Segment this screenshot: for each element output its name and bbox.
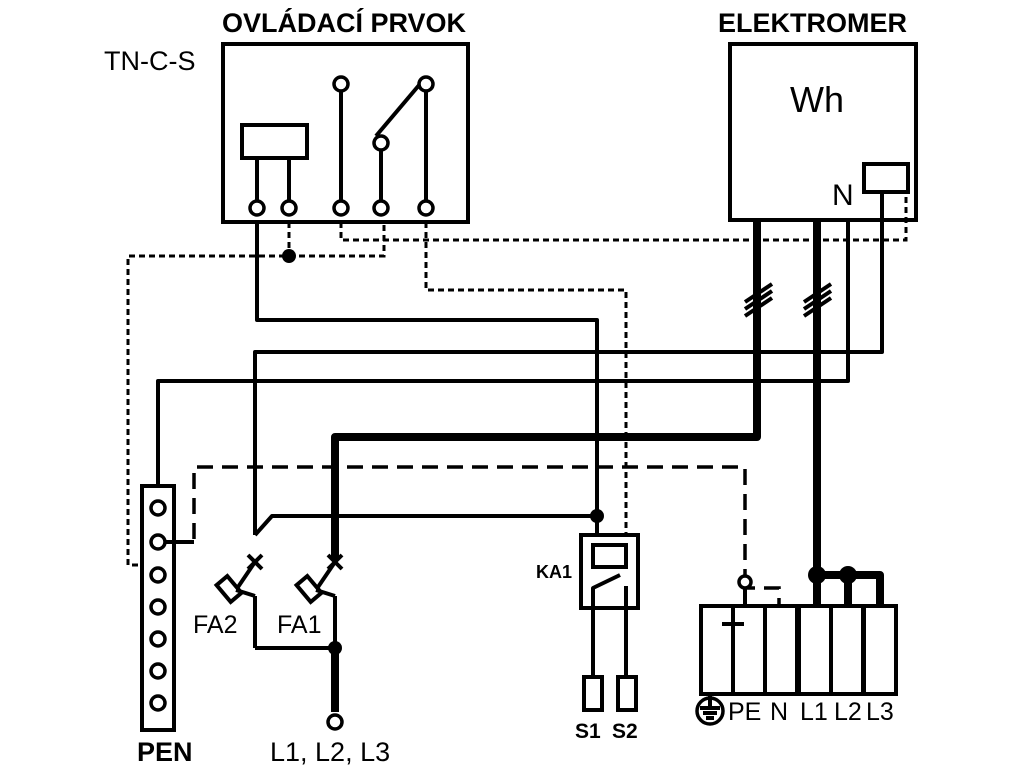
contactor-switch-left [591, 573, 621, 606]
pen-terminal-4 [149, 598, 167, 616]
pen-terminal-2 [149, 533, 167, 551]
junction-breakers [328, 641, 342, 655]
switch-pivot [372, 134, 390, 152]
contact-top-1 [332, 75, 350, 93]
breaker-fa1-label: FA1 [277, 611, 321, 639]
terminal-c1 [248, 199, 266, 217]
input-terminal [326, 713, 344, 731]
dotted-wire-to-ka1 [424, 222, 628, 545]
breaker-fa1 [293, 553, 344, 648]
three-phase-mark-1 [743, 282, 774, 318]
pen-terminal-5 [149, 630, 167, 648]
pen-terminal-1 [149, 499, 167, 517]
junction-pe [737, 574, 753, 590]
output-terminal-earth [699, 604, 735, 696]
wire-fa2-to-ka1 [253, 514, 597, 537]
thick-wire-meter-to-fa1 [331, 220, 761, 560]
control-coil [240, 123, 309, 160]
junction-ka1 [590, 509, 604, 523]
output-terminal-l2 [829, 604, 865, 696]
contactor-label: KA1 [536, 562, 572, 582]
terminal-c2 [280, 199, 298, 217]
wire-meter-n-to-pen [156, 222, 850, 486]
breaker-fa2-label: FA2 [193, 611, 237, 639]
terminal-c3 [332, 199, 350, 217]
dotted-wire-to-meter [339, 192, 908, 242]
output-terminal-l1 [797, 604, 833, 696]
meter-title: ELEKTROMER [718, 8, 907, 38]
input-label: L1, L2, L3 [270, 737, 390, 767]
meter-unit: Wh [790, 79, 844, 120]
pen-terminal-6 [149, 662, 167, 680]
pen-bar-label: PEN [137, 737, 193, 767]
breaker-fa2 [213, 553, 264, 648]
output-terminal-n [763, 604, 799, 696]
output-l3-label: L3 [866, 698, 894, 726]
junction-control [282, 249, 296, 263]
earth-ground-icon [695, 696, 725, 726]
output-terminal-l3 [862, 604, 898, 696]
terminal-s2-label: S2 [612, 720, 638, 743]
output-terminal-pe [731, 604, 767, 696]
control-unit-title: OVLÁDACÍ PRVOK [222, 7, 467, 38]
meter-neutral-label: N [832, 179, 854, 212]
three-phase-mark-2 [802, 282, 833, 318]
output-l2-label: L2 [834, 698, 862, 726]
output-pe-label: PE [728, 698, 761, 726]
contact-top-2 [417, 75, 435, 93]
terminal-c5 [417, 199, 435, 217]
system-type-label: TN-C-S [104, 46, 195, 76]
pen-terminal-3 [149, 566, 167, 584]
meter-aux-contact [862, 162, 910, 194]
terminal-c4 [372, 199, 390, 217]
output-terminal-block [699, 604, 898, 696]
output-l1-label: L1 [800, 698, 828, 726]
terminal-s1 [582, 675, 604, 712]
junction-l1 [808, 566, 826, 584]
output-n-label: N [770, 698, 788, 726]
wire-meter-to-fa2 [253, 192, 884, 535]
junction-l2 [839, 566, 857, 584]
switch-blade [374, 82, 422, 138]
wire-coil-to-ka1 [255, 222, 599, 513]
terminal-s1-label: S1 [575, 720, 601, 743]
contactor-coil [591, 543, 628, 569]
terminal-s2 [616, 675, 638, 712]
pen-terminal-7 [149, 694, 167, 712]
